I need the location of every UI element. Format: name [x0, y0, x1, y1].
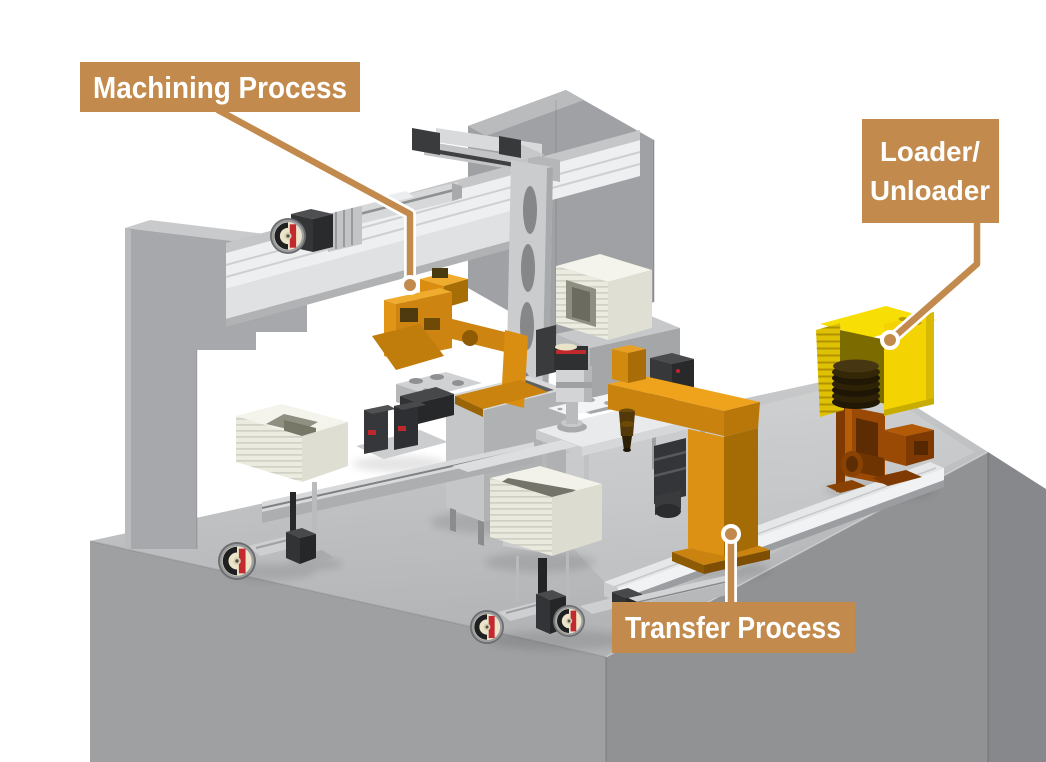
- loader-unloader-unit: [816, 306, 936, 493]
- label-loader-unloader: Loader/ Unloader: [862, 119, 999, 223]
- loader-connector-line: [889, 218, 981, 342]
- table-motor-left: [218, 492, 316, 580]
- loader-disk-stack: [832, 359, 880, 409]
- connector-dots: [400, 275, 900, 544]
- workpiece-stack-center: [490, 466, 602, 602]
- label-loader-line2: Unloader: [870, 175, 990, 206]
- label-loader-line1: Loader/: [880, 136, 980, 167]
- label-machining-process-text: Machining Process: [93, 70, 347, 105]
- machining-connector-line: [214, 106, 414, 285]
- transfer-connector-dot: [721, 524, 741, 544]
- loader-connector-outline: [887, 216, 983, 344]
- connector-lines: [212, 104, 983, 610]
- transfer-unit: [608, 345, 770, 574]
- machining-unit: [372, 268, 548, 417]
- label-transfer-process: Transfer Process: [612, 602, 855, 653]
- label-transfer-process-text: Transfer Process: [625, 610, 841, 645]
- loader-connector-dot: [880, 330, 900, 350]
- motor-face-indicator: [270, 218, 306, 254]
- machining-connector-dot: [400, 275, 420, 295]
- spindle-unit: [536, 325, 592, 433]
- label-machining-process: Machining Process: [80, 62, 360, 112]
- workpiece-stack-top: [556, 254, 652, 340]
- xy-stage-motors: [356, 401, 448, 459]
